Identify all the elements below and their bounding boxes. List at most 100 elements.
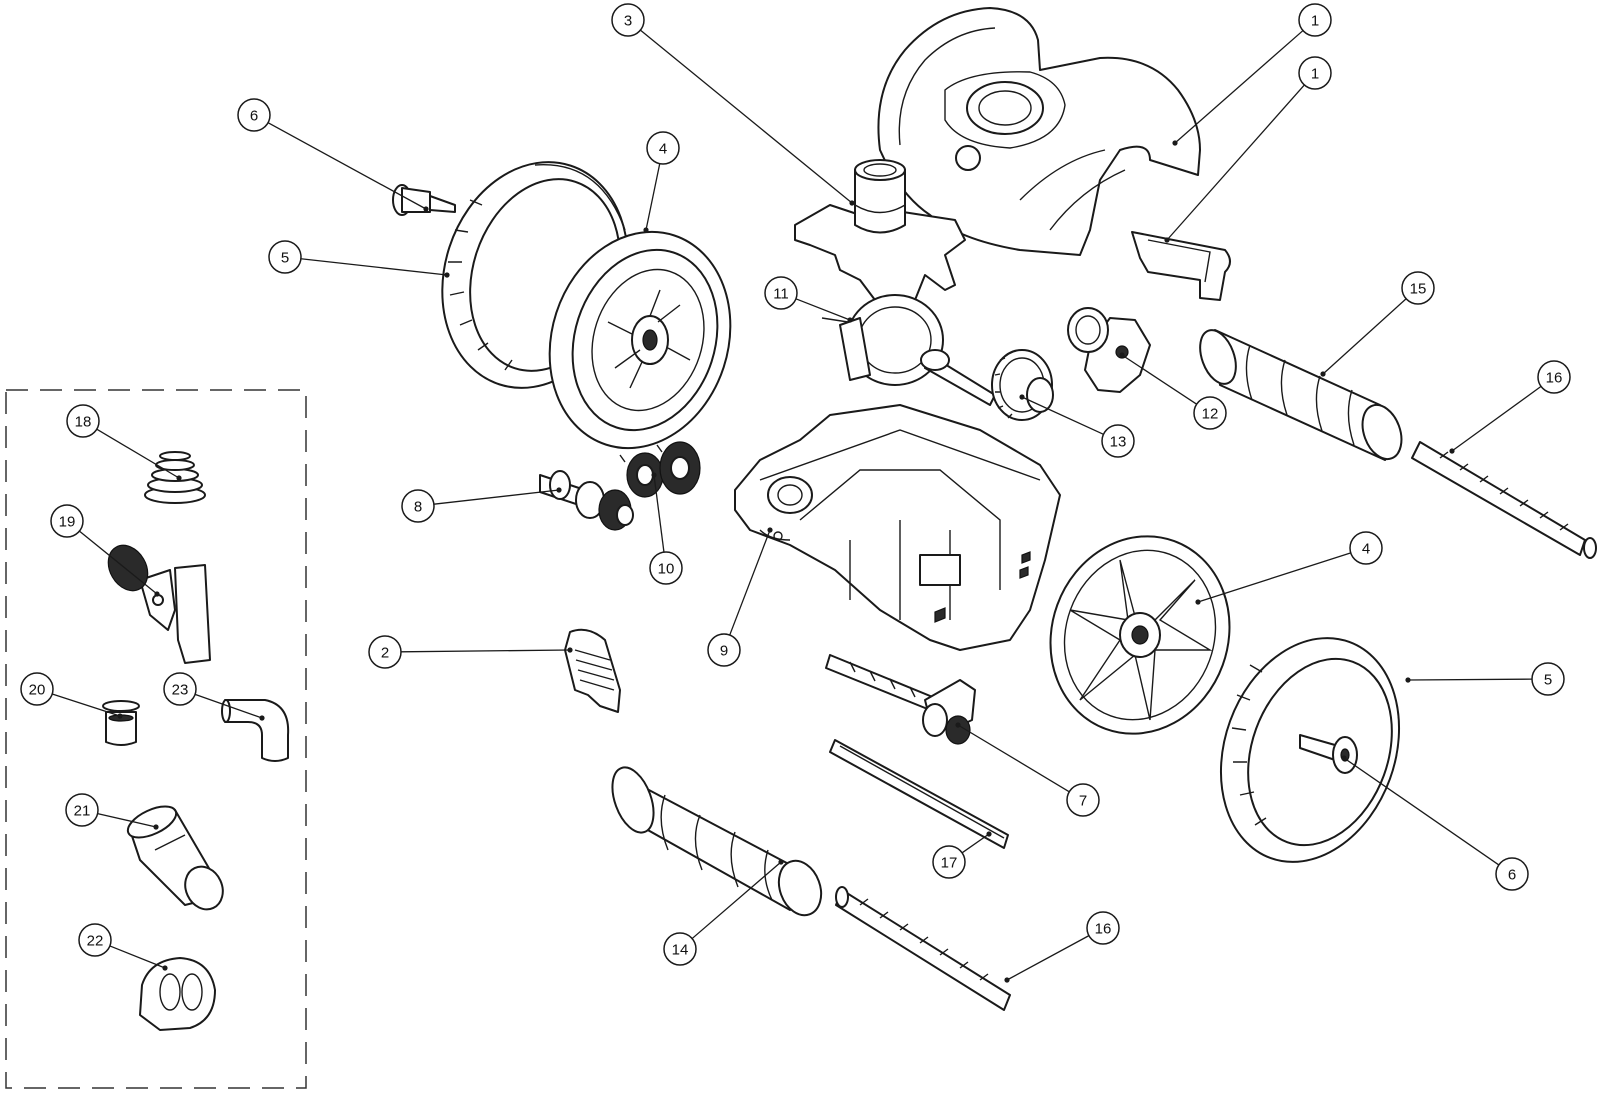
- callout-number: 9: [720, 643, 728, 660]
- drive-shaft: [825, 654, 976, 745]
- callout-c19: 19: [50, 504, 160, 597]
- callout-c4a: 4: [643, 131, 680, 233]
- callout-c7: 7: [955, 722, 1100, 817]
- callout-bubble: [237, 98, 271, 132]
- callout-c3: 3: [611, 3, 855, 206]
- callout-number: 14: [672, 942, 689, 959]
- leader-dot: [986, 831, 992, 837]
- callout-bubble: [1298, 3, 1332, 37]
- callout-number: 18: [75, 414, 92, 431]
- leader-line: [1343, 757, 1500, 866]
- callout-c9: 9: [707, 527, 773, 667]
- leader-dot: [162, 965, 168, 971]
- leader-line: [267, 122, 427, 210]
- callout-bubble: [1086, 911, 1120, 945]
- leader-dot: [1172, 140, 1178, 146]
- leader-line: [1197, 552, 1351, 603]
- callout-bubble: [1298, 56, 1332, 90]
- leader-dot: [1449, 448, 1455, 454]
- callout-c22: 22: [78, 923, 168, 971]
- callout-bubble: [78, 923, 112, 957]
- leader-dot: [153, 824, 159, 830]
- callout-bubble: [163, 672, 197, 706]
- callout-bubble: [1349, 531, 1383, 565]
- callout-number: 11: [773, 286, 789, 303]
- callout-number: 10: [658, 561, 675, 578]
- cover-clip: [1131, 231, 1231, 301]
- callout-c16b: 16: [1004, 911, 1120, 983]
- callout-number: 4: [659, 141, 667, 158]
- leader-dot: [154, 591, 160, 597]
- callout-c20: 20: [20, 672, 123, 719]
- callout-number: 1: [1311, 66, 1319, 83]
- leader-dot: [556, 487, 562, 493]
- callout-number: 7: [1079, 793, 1087, 810]
- callout-c2: 2: [368, 635, 573, 669]
- leader-line: [79, 530, 158, 595]
- leader-line: [1407, 678, 1533, 681]
- callout-c16a: 16: [1449, 360, 1571, 454]
- hose-connector: [102, 700, 140, 746]
- callout-c8: 8: [401, 487, 562, 523]
- leader-line: [97, 812, 157, 828]
- leader-dot: [1019, 394, 1025, 400]
- leader-dot: [778, 859, 784, 865]
- spur-gear: [991, 349, 1054, 421]
- leader-line: [433, 489, 560, 505]
- leader-dot: [259, 715, 265, 721]
- leader-line: [96, 428, 180, 479]
- callout-c23: 23: [163, 672, 265, 721]
- callout-number: 23: [172, 682, 189, 699]
- double-gear: [619, 441, 701, 498]
- callout-number: 6: [250, 108, 258, 125]
- leader-dot: [1320, 371, 1326, 377]
- callout-bubble: [401, 489, 435, 523]
- callout-number: 17: [941, 855, 958, 872]
- callout-c14: 14: [663, 859, 784, 966]
- elbow: [221, 699, 290, 762]
- callout-bubble: [764, 276, 798, 310]
- callout-bubble: [1531, 662, 1565, 696]
- leader-dot: [1195, 599, 1201, 605]
- gear-plate: [1067, 307, 1151, 393]
- leader-dot: [444, 272, 450, 278]
- leader-line: [1021, 396, 1104, 435]
- leader-line: [1322, 298, 1407, 375]
- leader-line: [639, 29, 853, 204]
- callout-bubble: [611, 3, 645, 37]
- callout-number: 12: [1202, 406, 1219, 423]
- roller-axle-front: [835, 886, 1011, 1011]
- callout-c13: 13: [1019, 394, 1135, 458]
- hose-weight: [139, 957, 216, 1031]
- leader-dot: [567, 647, 573, 653]
- leader-line: [653, 474, 665, 553]
- callout-bubble: [932, 845, 966, 879]
- leader-dot: [1119, 352, 1125, 358]
- leader-dot: [767, 527, 773, 533]
- leader-dot: [847, 317, 853, 323]
- callout-c21: 21: [65, 793, 159, 830]
- callout-c1a: 1: [1172, 3, 1332, 146]
- callout-c18: 18: [66, 404, 182, 481]
- callout-bubble: [646, 131, 680, 165]
- front-flap: [564, 628, 621, 713]
- callout-bubble: [65, 793, 99, 827]
- hose-coupling: [126, 805, 224, 911]
- leader-dot: [1164, 237, 1170, 243]
- callout-c5b: 5: [1405, 662, 1565, 696]
- cone-adapter: [144, 451, 206, 504]
- callout-number: 3: [624, 13, 632, 30]
- callout-layer: 1123445566789101112131415161617181920212…: [20, 3, 1571, 983]
- leader-line: [52, 693, 121, 717]
- callout-bubble: [66, 404, 100, 438]
- flow-valve: [107, 544, 211, 664]
- callout-number: 15: [1410, 281, 1427, 298]
- callout-c10: 10: [649, 472, 683, 585]
- leader-line: [1166, 84, 1305, 241]
- callout-c12: 12: [1119, 352, 1227, 430]
- callout-c6b: 6: [1341, 755, 1529, 891]
- axle-pin-left: [392, 184, 456, 216]
- wheel-rim-left: [548, 230, 732, 450]
- leader-line: [1174, 30, 1304, 144]
